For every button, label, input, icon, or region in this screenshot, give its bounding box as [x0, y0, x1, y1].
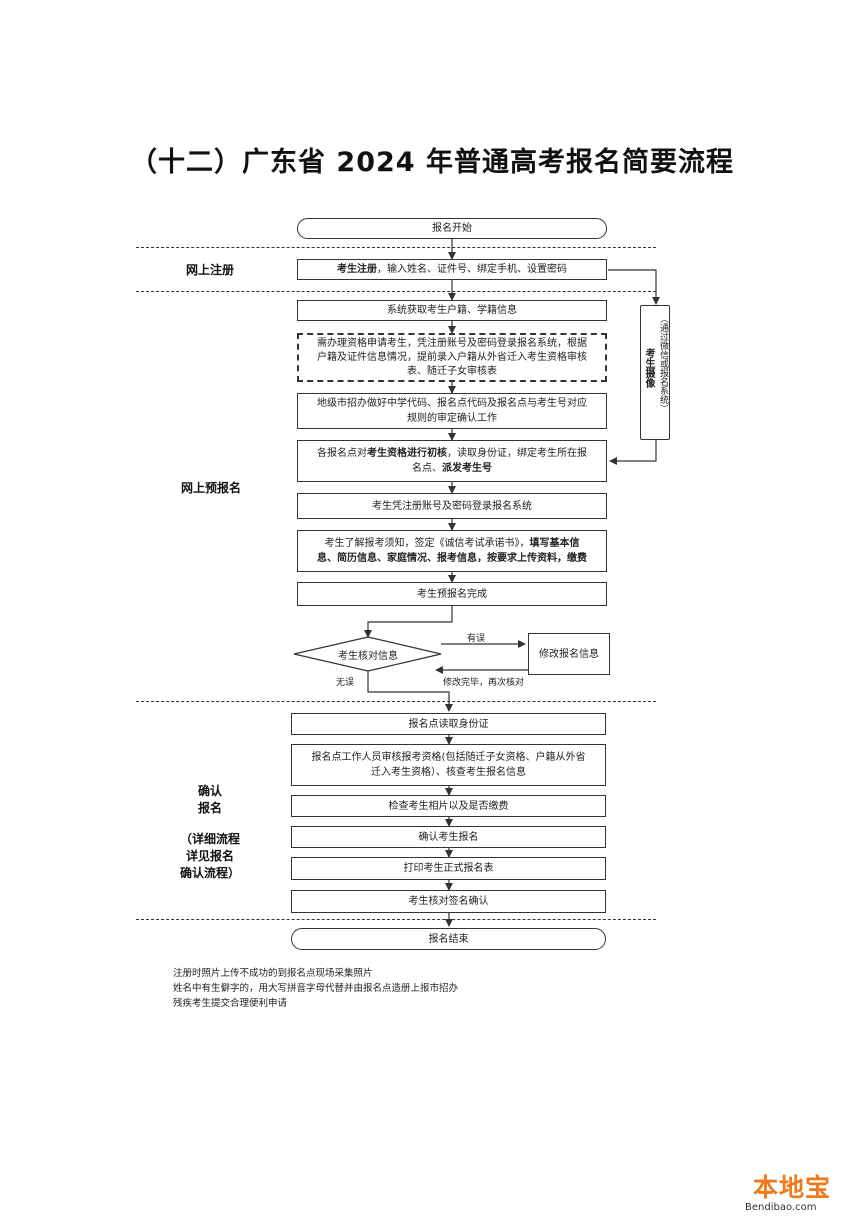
step-site-bold2: 派发考生号 — [442, 463, 492, 474]
step-end-label: 报名结束 — [428, 933, 469, 945]
label-no-error: 无误 — [336, 678, 355, 688]
step-city-line2: 规则的审定确认工作 — [407, 413, 497, 424]
step-qualify-line3: 表、随迁子女审核表 — [407, 365, 497, 377]
logo-sub-text: Bendibao.com — [745, 1202, 817, 1213]
step-photo-label: 检查考生相片以及是否缴费 — [388, 800, 509, 812]
step-site-line2: 名点、 — [412, 463, 442, 474]
step-review-line2: 迁入考生资格）、核查考生报名信息 — [371, 767, 526, 778]
section-detail-line3: 确认流程） — [179, 866, 240, 880]
step-pre-done: 考生预报名完成 — [297, 582, 607, 606]
separator-confirm — [136, 919, 656, 920]
step-photo-check: 检查考生相片以及是否缴费 — [291, 795, 606, 817]
arrow-side-site — [609, 440, 657, 465]
step-print-label: 打印考生正式报名表 — [403, 863, 494, 874]
note-2: 姓名中有生僻字的，用大写拼音字母代替并由报名点造册上报市招办 — [173, 983, 459, 994]
note-1: 注册时照片上传不成功的到报名点现场采集照片 — [173, 968, 373, 979]
arrow-register-side — [608, 269, 660, 305]
step-register-text: ，输入姓名、证件号、绑定手机、设置密码 — [377, 264, 567, 275]
step-qualify-line2: 户籍及证件信息情况，提前录入户籍从外省迁入考生资格审核 — [317, 351, 587, 363]
step-fill-info: 考生了解报考须知，签定《诚信考试承诺书》，填写基本信 息、简历信息、家庭情况、报… — [297, 530, 607, 572]
arrow-verify-read-id — [367, 667, 453, 712]
separator-pre — [136, 701, 656, 702]
step-review: 报名点工作人员审核报考资格(包括随迁子女资格、户籍从外省 迁入考生资格）、核查考… — [291, 744, 606, 786]
arrow-done-verify — [364, 606, 453, 638]
step-read-id-label: 报名点读取身份证 — [408, 718, 489, 730]
section-confirm-detail: （详细流程 详见报名 确认流程） — [160, 831, 260, 882]
step-city-line1: 地级市招办做好中学代码、报名点代码及报名点与考生号对应 — [317, 398, 587, 409]
step-login: 考生凭注册账号及密码登录报名系统 — [297, 493, 607, 519]
verify-diamond-label: 考生核对信息 — [338, 651, 398, 662]
step-register-bold: 考生注册 — [337, 264, 377, 275]
step-confirm: 确认考生报名 — [291, 826, 606, 848]
step-fetch-label: 系统获取考生户籍、学籍信息 — [387, 305, 517, 316]
side-photo-box: （通过微信或报名系统） 考生摄像 — [640, 305, 670, 440]
section-confirm: 确认 报名 — [170, 783, 250, 817]
footnotes: 注册时照片上传不成功的到报名点现场采集照片 姓名中有生僻字的，用大写拼音字母代替… — [173, 966, 458, 1011]
label-recheck: 修改完毕，再次核对 — [443, 678, 525, 688]
step-qualify-line1: 需办理资格申请考生，凭注册账号及密码登录报名系统，根据 — [317, 337, 587, 349]
label-has-error: 有误 — [467, 634, 486, 644]
step-site-bold1: 考生资格进行初核 — [367, 448, 447, 459]
note-3: 残疾考生提交合理便利申请 — [173, 998, 288, 1009]
step-sign: 考生核对签名确认 — [291, 890, 606, 913]
step-modify: 修改报名信息 — [528, 633, 610, 675]
step-site-pre: 各报名点对 — [317, 448, 367, 459]
separator-register — [136, 291, 656, 292]
side-paren-text: （通过微信或报名系统） — [658, 314, 668, 413]
step-read-id: 报名点读取身份证 — [291, 713, 606, 735]
step-site-check: 各报名点对考生资格进行初核，读取身份证，绑定考生所在报 名点、派发考生号 — [297, 440, 607, 482]
step-fetch-info: 系统获取考生户籍、学籍信息 — [297, 300, 607, 321]
step-qualification: 需办理资格申请考生，凭注册账号及密码登录报名系统，根据 户籍及证件信息情况，提前… — [297, 333, 607, 382]
section-pre-register: 网上预报名 — [180, 481, 241, 495]
separator-top — [136, 247, 656, 248]
step-city-office: 地级市招办做好中学代码、报名点代码及报名点与考生号对应 规则的审定确认工作 — [297, 393, 607, 429]
step-print: 打印考生正式报名表 — [291, 857, 606, 880]
logo-main-text: 本地宝 — [753, 1173, 832, 1202]
section-confirm-line1: 确认 — [197, 784, 222, 798]
step-fill-line2: 息、简历信息、家庭情况、报考信息，按要求上传资料，缴费 — [317, 553, 587, 564]
step-register: 考生注册，输入姓名、证件号、绑定手机、设置密码 — [297, 259, 607, 280]
step-review-line1: 报名点工作人员审核报考资格(包括随迁子女资格、户籍从外省 — [311, 752, 586, 763]
step-confirm-label: 确认考生报名 — [418, 831, 479, 843]
section-confirm-line2: 报名 — [197, 801, 222, 815]
page-title: （十二）广东省 2024 年普通高考报名简要流程 — [130, 147, 734, 178]
step-start-label: 报名开始 — [432, 223, 472, 234]
step-end: 报名结束 — [291, 928, 606, 950]
step-fill-line1b: 填写基本信 — [529, 538, 580, 549]
section-register: 网上注册 — [185, 263, 234, 277]
step-pre-done-label: 考生预报名完成 — [417, 588, 487, 600]
watermark-logo: 本地宝 Bendibao.com — [745, 1168, 845, 1218]
section-detail-line2: 详见报名 — [185, 849, 234, 863]
section-detail-line1: （详细流程 — [179, 832, 240, 846]
step-site-mid: ，读取身份证，绑定考生所在报 — [447, 448, 587, 459]
verify-diamond — [293, 636, 442, 672]
side-photo-text: 考生摄像 — [643, 348, 654, 388]
step-sign-label: 考生核对签名确认 — [408, 896, 489, 907]
step-login-label: 考生凭注册账号及密码登录报名系统 — [372, 500, 532, 512]
step-modify-label: 修改报名信息 — [539, 648, 599, 660]
step-fill-line1a: 考生了解报考须知，签定《诚信考试承诺书》， — [324, 538, 530, 549]
step-start: 报名开始 — [297, 218, 607, 239]
